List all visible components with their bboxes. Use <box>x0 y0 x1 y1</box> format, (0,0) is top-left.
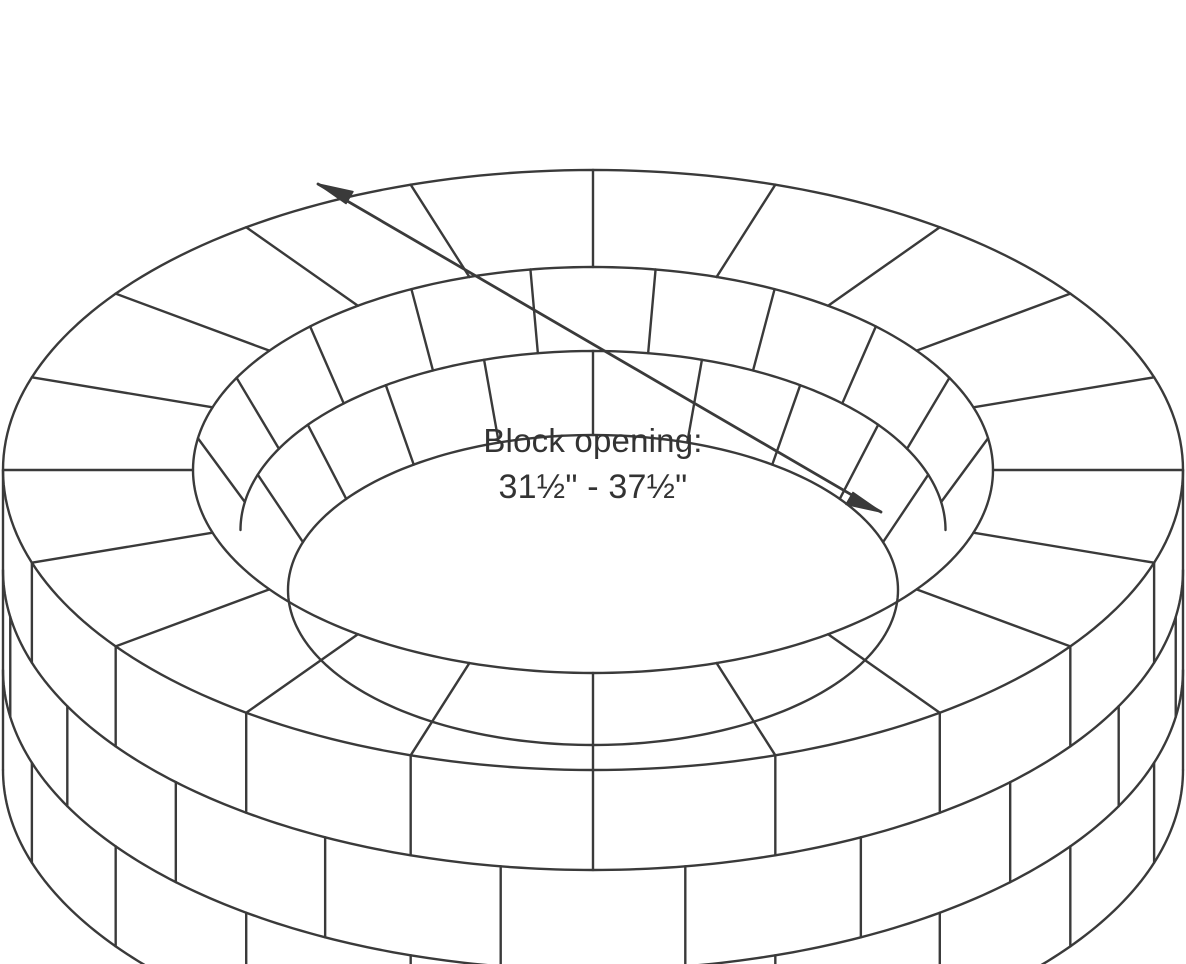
dimension-arrow-shaft <box>316 182 883 514</box>
top-face-radial-joint-16 <box>715 183 777 279</box>
top-face-radial-joint-18 <box>915 292 1072 352</box>
top-face-radial-joint-11 <box>30 376 214 409</box>
arrowhead <box>845 491 882 513</box>
top-face-radial-joint-13 <box>245 226 360 307</box>
inner-wall-joint-c0-18 <box>905 376 951 450</box>
top-face-radial-joint-14 <box>409 183 471 279</box>
inner-wall-joint-c1-11 <box>256 473 305 544</box>
inner-wall-joint-c0-17 <box>841 325 878 405</box>
inner-wall-joint-c1-14 <box>482 358 500 444</box>
inner-wall-joint-c1-13 <box>384 383 415 466</box>
top-face-radial-joint-7 <box>245 633 360 714</box>
top-face-radial-joint-3 <box>826 633 941 714</box>
inner-wall-joint-c0-13 <box>410 287 435 372</box>
top-face-radial-joint-12 <box>114 292 271 352</box>
inner-wall-joint-c0-12 <box>308 325 345 405</box>
inner-wall-joint-c0-16 <box>751 287 776 372</box>
inner-wall-joint-c1-12 <box>306 423 348 501</box>
block-opening-ellipse <box>286 433 900 747</box>
top-face-radial-joint-4 <box>715 661 777 757</box>
inner-wall-joint-c0-19 <box>939 437 990 504</box>
top-face-radial-joint-9 <box>30 531 214 564</box>
inner-rim-top-ellipse <box>191 265 995 675</box>
top-face-radial-joint-8 <box>114 588 271 648</box>
dimension-arrow <box>316 182 883 514</box>
inner-wall-joint-c1-18 <box>838 423 880 501</box>
outer-wall-bottom-arc <box>1 768 1185 964</box>
top-face-radial-joint-6 <box>409 661 471 757</box>
outer-wall-course-line-2 <box>1 668 1185 964</box>
inner-wall-joint-c0-15 <box>646 268 657 355</box>
top-face-radial-joint-1 <box>972 531 1156 564</box>
inner-wall-joint-c1-19 <box>881 473 930 544</box>
top-face-radial-joint-19 <box>972 376 1156 409</box>
top-face-radial-joint-2 <box>915 588 1072 648</box>
pit-geometry <box>1 168 1185 964</box>
inner-wall-joint-c1-16 <box>686 358 704 444</box>
inner-wall-joint-c0-11 <box>235 376 281 450</box>
top-face-radial-joint-17 <box>826 226 941 307</box>
arrowhead <box>317 183 354 205</box>
inner-wall-joint-c0-10 <box>196 437 247 504</box>
